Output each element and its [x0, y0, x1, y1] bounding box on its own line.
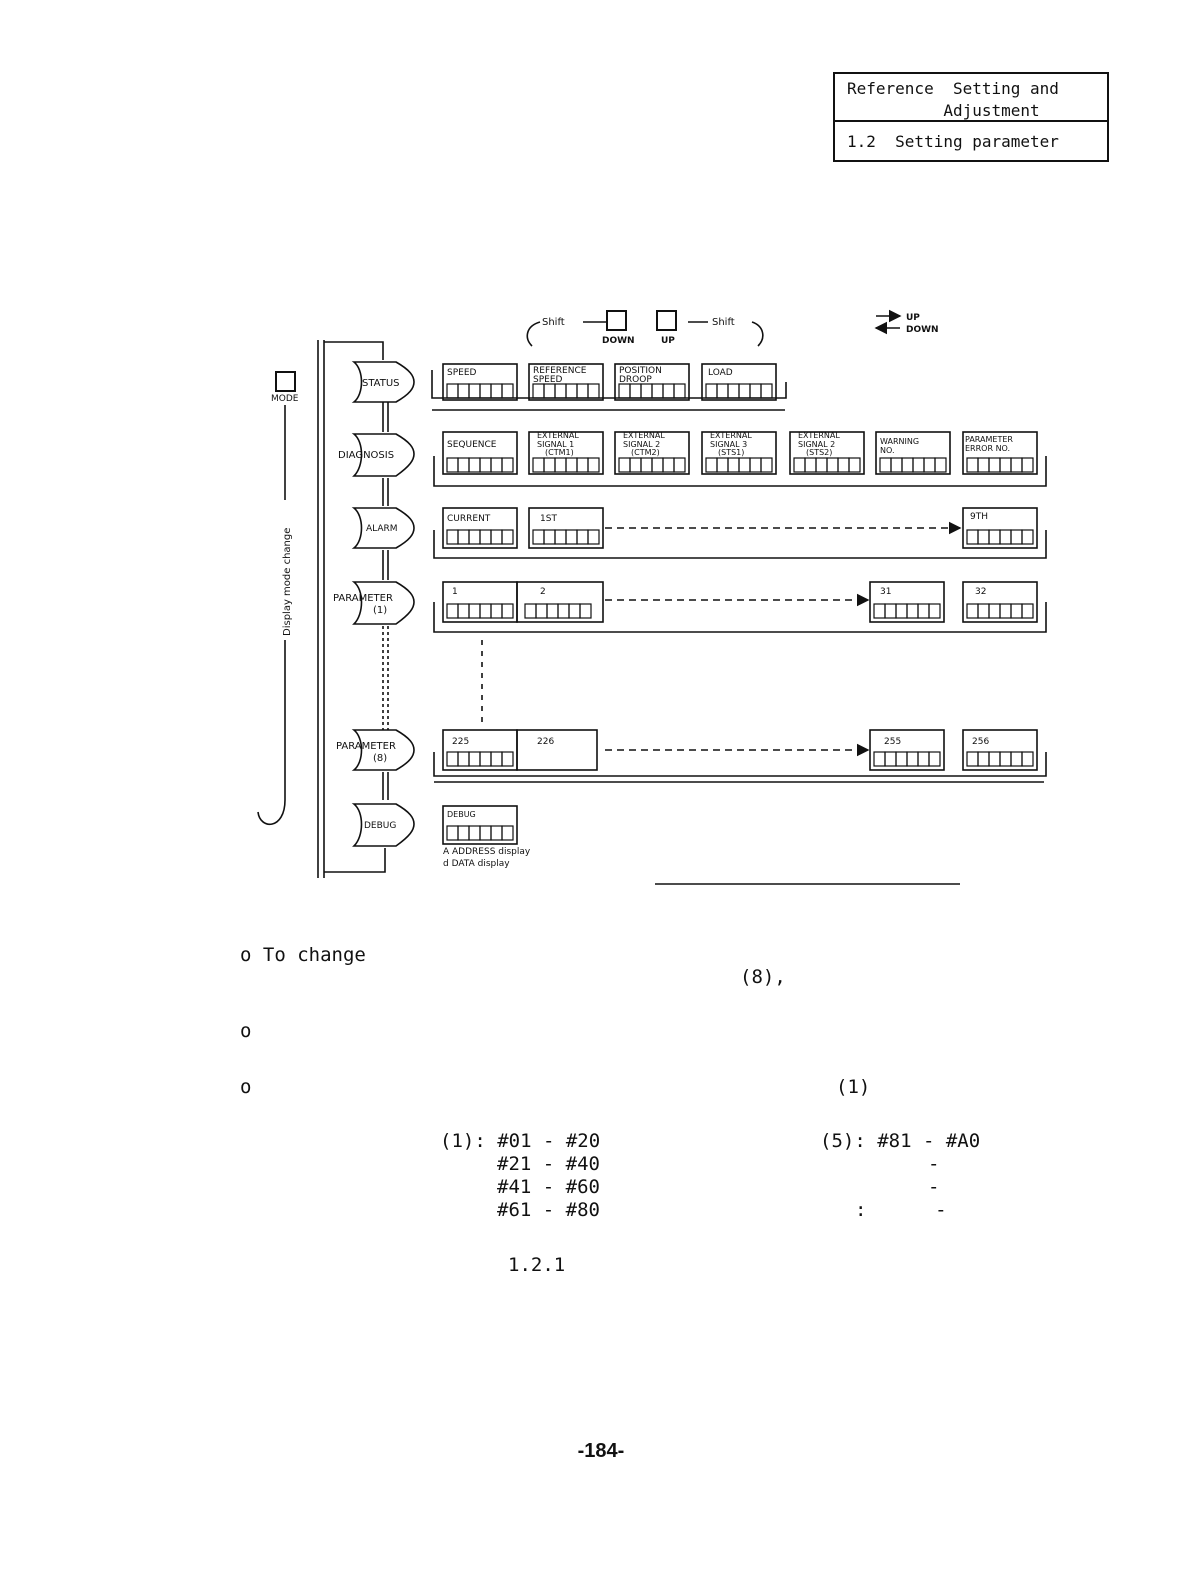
range-left-1: (1): #01 - #20 — [440, 1130, 601, 1152]
mode-alarm: ALARM — [366, 524, 398, 534]
diag-ext1-a: EXTERNAL — [537, 431, 579, 440]
down-key-label: DOWN — [602, 336, 635, 346]
param-225: 225 — [452, 737, 469, 747]
diag-sequence: SEQUENCE — [447, 440, 497, 450]
status-droop: DROOP — [619, 375, 652, 385]
mode-parameter-8-num: (8) — [373, 753, 387, 764]
range-right-1: (5): #81 - #A0 — [820, 1130, 981, 1152]
legend-up: UP — [906, 313, 920, 323]
page-number: -184- — [577, 1440, 625, 1462]
param-2: 2 — [540, 587, 546, 597]
param-31: 31 — [880, 587, 891, 597]
param-1: 1 — [452, 587, 458, 597]
diag-warning: WARNING — [880, 437, 919, 446]
range-right-3: - — [928, 1176, 940, 1198]
alarm-9th: 9TH — [970, 512, 988, 522]
reference-box: Reference Setting and Adjustment 1.2 Set… — [833, 72, 1109, 162]
range-right-2: - — [928, 1153, 940, 1175]
range-left-4: #61 - #80 — [497, 1199, 600, 1221]
param-256: 256 — [972, 737, 989, 747]
section-title: 1.2 Setting parameter — [847, 132, 1059, 151]
bullet-3-cont: (1) — [836, 1076, 871, 1098]
diag-ext2-a: EXTERNAL — [623, 431, 665, 440]
alarm-current: CURRENT — [447, 514, 491, 524]
diag-ext1-c: (CTM1) — [545, 448, 574, 457]
diag-ext3-b: SIGNAL 3 — [710, 440, 747, 449]
digit-cells — [446, 383, 1034, 841]
reference-line: Reference Setting and Adjustment — [847, 79, 1059, 120]
status-speed: SPEED — [447, 368, 477, 378]
range-left-3: #41 - #60 — [497, 1176, 600, 1198]
up-key-label: UP — [661, 336, 675, 346]
bullet-2: o — [240, 1020, 252, 1042]
status-ref-speed: SPEED — [533, 375, 563, 385]
vertical-label: Display mode change — [282, 528, 293, 636]
bullet-1: o To change — [240, 944, 366, 966]
diag-ext2-c: (CTM2) — [631, 448, 660, 457]
debug-label: DEBUG — [447, 810, 476, 819]
param-32: 32 — [975, 587, 986, 597]
mode-parameter-1-num: (1) — [373, 605, 387, 616]
legend-down: DOWN — [906, 325, 939, 335]
status-ref: REFERENCE — [533, 366, 587, 376]
diag-warning-no: NO. — [880, 446, 895, 455]
diag-param-error: ERROR NO. — [965, 444, 1010, 453]
divider — [835, 120, 1107, 122]
diag-ext1-b: SIGNAL 1 — [537, 440, 574, 449]
range-left-2: #21 - #40 — [497, 1153, 600, 1175]
diag-ext4-a: EXTERNAL — [798, 431, 840, 440]
alarm-1st: 1ST — [540, 514, 557, 524]
mode-diagnosis: DIAGNOSIS — [338, 450, 394, 461]
mode-key-label: MODE — [271, 394, 299, 404]
bullet-3: o — [240, 1076, 252, 1098]
mode-status: STATUS — [362, 378, 400, 389]
shift-label-right: Shift — [712, 317, 735, 328]
diag-param: PARAMETER — [965, 435, 1013, 444]
status-load: LOAD — [708, 368, 733, 378]
mode-parameter-8: PARAMETER — [336, 741, 396, 752]
status-position: POSITION — [619, 366, 662, 376]
param-255: 255 — [884, 737, 901, 747]
bullet-1-cont: (8), — [740, 966, 786, 988]
shift-label-left: Shift — [542, 317, 565, 328]
diag-ext2-b: SIGNAL 2 — [623, 440, 660, 449]
range-right-4: : - — [855, 1199, 947, 1221]
diag-ext4-b: SIGNAL 2 — [798, 440, 835, 449]
mode-debug: DEBUG — [364, 821, 396, 831]
section-reference: 1.2.1 — [508, 1254, 566, 1276]
diag-ext3-a: EXTERNAL — [710, 431, 752, 440]
debug-note-data: d DATA display — [443, 859, 510, 869]
mode-parameter-1: PARAMETER — [333, 593, 393, 604]
diag-ext4-c: (STS2) — [806, 448, 832, 457]
param-226: 226 — [537, 737, 554, 747]
diag-ext3-c: (STS1) — [718, 448, 744, 457]
debug-note-address: A ADDRESS display — [443, 847, 531, 857]
